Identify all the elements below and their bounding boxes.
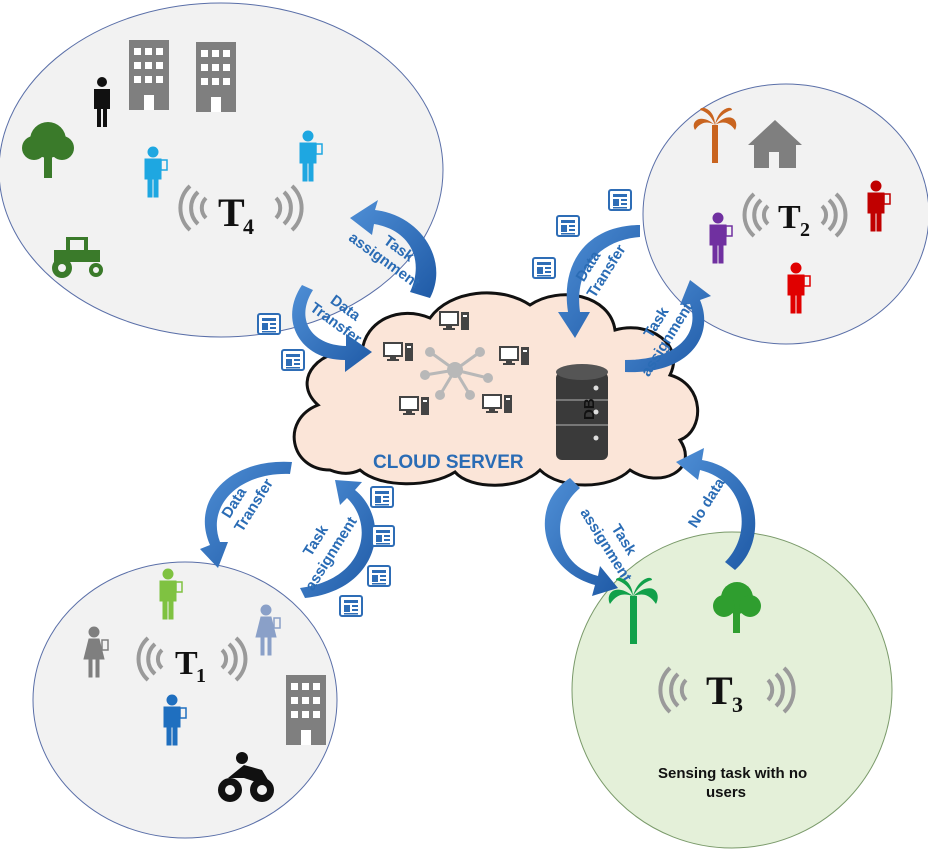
- region-t4-circle: [0, 2, 444, 338]
- document-icon: [257, 313, 281, 335]
- document-icon: [339, 595, 363, 617]
- t3-note-line2: users: [706, 784, 746, 801]
- network-hub-icon: [420, 347, 493, 400]
- building-icon: [129, 40, 169, 110]
- tractor-icon: [52, 237, 103, 278]
- palm-tree-icon: [608, 577, 658, 644]
- t3-note-line1: Sensing task with no: [658, 765, 807, 782]
- arrow-t1-task-assignment: [300, 480, 376, 598]
- database-icon: [556, 364, 608, 460]
- wireless-signal-icon: [136, 636, 248, 682]
- house-icon: [748, 120, 802, 168]
- arrow-t4-data-transfer: [292, 285, 372, 372]
- wireless-signal-icon: [742, 192, 848, 238]
- tree-icon: [22, 122, 74, 178]
- t2-subscript: 2: [800, 219, 810, 241]
- wireless-signal-icon: [658, 666, 796, 714]
- building-icon: [196, 42, 236, 112]
- wireless-signal-icon: [178, 184, 304, 232]
- arrow-t2-task-assignment: [625, 280, 711, 373]
- arrow-t3-no-data: [676, 448, 756, 570]
- document-icon: [556, 215, 580, 237]
- document-icon: [608, 189, 632, 211]
- t3-label: T: [706, 668, 733, 713]
- palm-tree-icon: [693, 107, 737, 163]
- document-icon: [371, 525, 395, 547]
- t3-subscript: 3: [732, 692, 743, 717]
- arrow-t1-data-transfer: [200, 461, 292, 568]
- t1-subscript: 1: [196, 665, 206, 687]
- cloud-server-label: CLOUD SERVER: [373, 452, 524, 473]
- t3-nodata-label: No data: [685, 475, 729, 531]
- t1-label: T: [175, 645, 198, 682]
- document-icon: [532, 257, 556, 279]
- t2-label: T: [778, 199, 801, 236]
- arrow-t4-task-assignment: [350, 200, 437, 298]
- document-icon: [370, 486, 394, 508]
- database-label: DB: [581, 398, 598, 420]
- t4-subscript: 4: [243, 214, 254, 239]
- t4-label: T: [218, 190, 245, 235]
- region-t3-circle: [571, 531, 893, 849]
- document-icon: [281, 349, 305, 371]
- arrow-t2-data-transfer: [558, 225, 640, 338]
- tree-icon: [713, 582, 761, 633]
- document-icon: [367, 565, 391, 587]
- motorcycle-icon: [218, 752, 274, 802]
- arrow-t3-task-assignment: [544, 478, 618, 596]
- building-icon: [286, 675, 326, 745]
